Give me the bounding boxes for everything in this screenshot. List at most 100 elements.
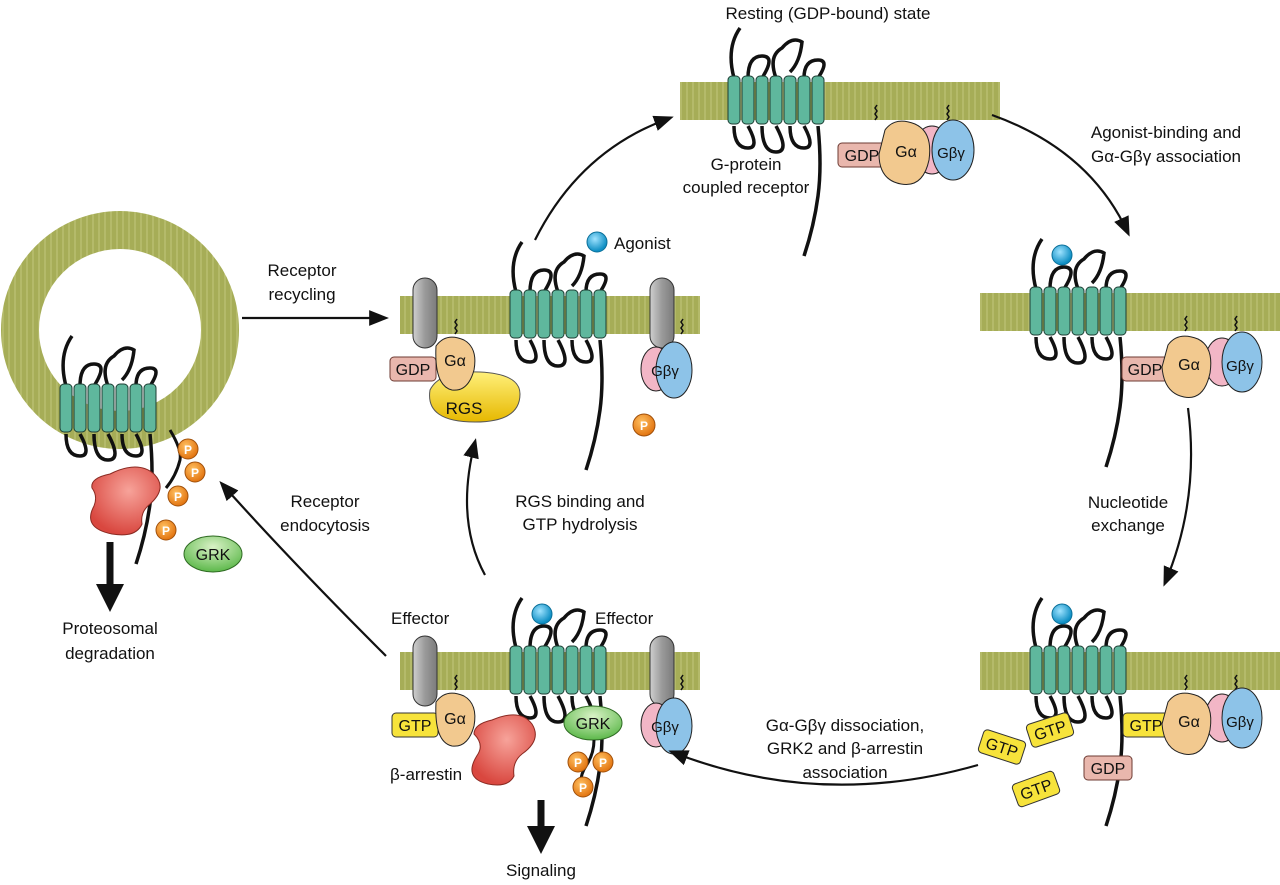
receptor-loops [1031,237,1128,365]
arrow-nucleotide-exchange [1163,407,1193,587]
signaling-state: GTP Gα Gβγ GRK P P P Effector Effector β… [390,609,693,798]
gbg-label: Gβγ [651,719,679,736]
gbg-label: Gβγ [1226,714,1254,731]
receptor-recycled [509,240,608,471]
transmembrane-helix [565,645,579,695]
effector-left-lower [412,635,438,707]
receptor-loops [61,334,158,462]
grk-label: GRK [576,716,611,733]
receptor-recycling-label-line2: recycling [268,285,335,304]
receptor-endocytosed [59,334,158,565]
agonist-bound-g-protein: GDP Gα Gβγ [1121,315,1263,398]
proteosomal-label-line1: Proteosomal [62,619,157,638]
receptor-gtp-bound [1029,596,1128,827]
galpha-label: Gα [895,144,917,161]
transmembrane-helix [1071,286,1085,336]
beta-arrestin-protein [90,466,161,536]
phosphate-label: P [579,781,587,795]
transmembrane-helix [755,75,769,125]
phosphate-label: P [174,490,182,504]
gtp-label: GTP [1130,718,1163,735]
agonist-molecule [1051,244,1073,266]
signaling-label: Signaling [506,861,576,880]
gtp-bound-g-protein: GTP Gα Gβγ [1122,674,1263,755]
transmembrane-helix [115,383,129,433]
transmembrane-helix [59,383,73,433]
galpha-label: Gα [444,353,466,370]
gtp-label: GTP [399,718,432,735]
agonist-molecule [531,603,553,625]
arrow-recycling-to-resting [534,115,674,241]
transmembrane-helix [1043,286,1057,336]
grk-protein [183,535,243,573]
dissociation-label-line2: GRK2 and β-arrestin [767,739,923,758]
gpcr-label-line1: G-protein [711,155,782,174]
receptor-loops [729,26,826,154]
transmembrane-helix [1085,286,1099,336]
phosphate-label: P [574,756,582,770]
galpha-label: Gα [1178,714,1200,731]
gdp-label: GDP [845,148,880,165]
transmembrane-helix [1057,286,1071,336]
gbg-label: Gβγ [1226,358,1254,375]
transmembrane-helix [537,289,551,339]
beta-arrestin-protein [471,714,536,786]
transmembrane-helix [1071,645,1085,695]
rgs-state: RGS GDP Gα Gβγ P Agonist [389,231,693,437]
transmembrane-helix [1029,286,1043,336]
transmembrane-helix [1113,645,1127,695]
effector-right-label: Effector [595,609,654,628]
transmembrane-helix [565,289,579,339]
dissociation-label-line1: Gα-Gβγ dissociation, [766,716,925,735]
phosphate-label: P [640,419,648,433]
arrow-endocytosis [219,481,387,657]
receptor-agonist-bound [1029,237,1128,468]
gdp-label: GDP [1091,761,1126,778]
gdp-label: GDP [1128,362,1163,379]
transmembrane-helix [579,289,593,339]
transmembrane-helix [579,645,593,695]
gbg-label: Gβγ [937,145,965,162]
receptor-loops [511,596,608,724]
transmembrane-helix [741,75,755,125]
receptor-endocytosis-label-line2: endocytosis [280,516,370,535]
transmembrane-helix [551,645,565,695]
receptor-c-tail [802,125,822,257]
effector-right-lower [649,635,675,707]
transmembrane-helix [1099,645,1113,695]
transmembrane-helix [551,289,565,339]
transmembrane-helix [783,75,797,125]
transmembrane-helix [143,383,157,433]
transmembrane-helix [509,645,523,695]
transmembrane-helix [593,289,607,339]
transmembrane-helix [509,289,523,339]
cycle-arrows [96,113,1193,854]
beta-arrestin-label: β-arrestin [390,765,462,784]
gpcr-label-line2: coupled receptor [683,178,810,197]
receptor-recycling-label-line1: Receptor [268,261,337,280]
effector-right-upper [649,277,675,349]
proteosomal-label-line2: degradation [65,644,155,663]
transmembrane-helix [87,383,101,433]
rgs-binding-label-line2: GTP hydrolysis [523,515,638,534]
transmembrane-helix [1057,645,1071,695]
phosphate-label: P [162,524,170,538]
receptor-c-tail [1104,336,1124,468]
free-phosphate [632,413,656,437]
transmembrane-helix [537,645,551,695]
resting-g-protein: GDP Gα Gβγ [837,104,975,185]
transmembrane-helix [797,75,811,125]
phosphate-label: P [184,443,192,457]
galpha-subunit [878,120,931,185]
rgs-binding-label-line1: RGS binding and [515,492,644,511]
nucleotide-exchange-label-line1: Nucleotide [1088,493,1168,512]
arrow-rgs-binding [463,438,486,576]
gamma-subunit [931,119,975,181]
free-nucleotides: GTP GTP GTP GDP [977,712,1133,808]
transmembrane-helix [101,383,115,433]
transmembrane-helix [1043,645,1057,695]
agonist-binding-label-line2: Gα-Gβγ association [1091,147,1241,166]
effector-left-label: Effector [391,609,450,628]
receptor-loops [511,240,608,368]
